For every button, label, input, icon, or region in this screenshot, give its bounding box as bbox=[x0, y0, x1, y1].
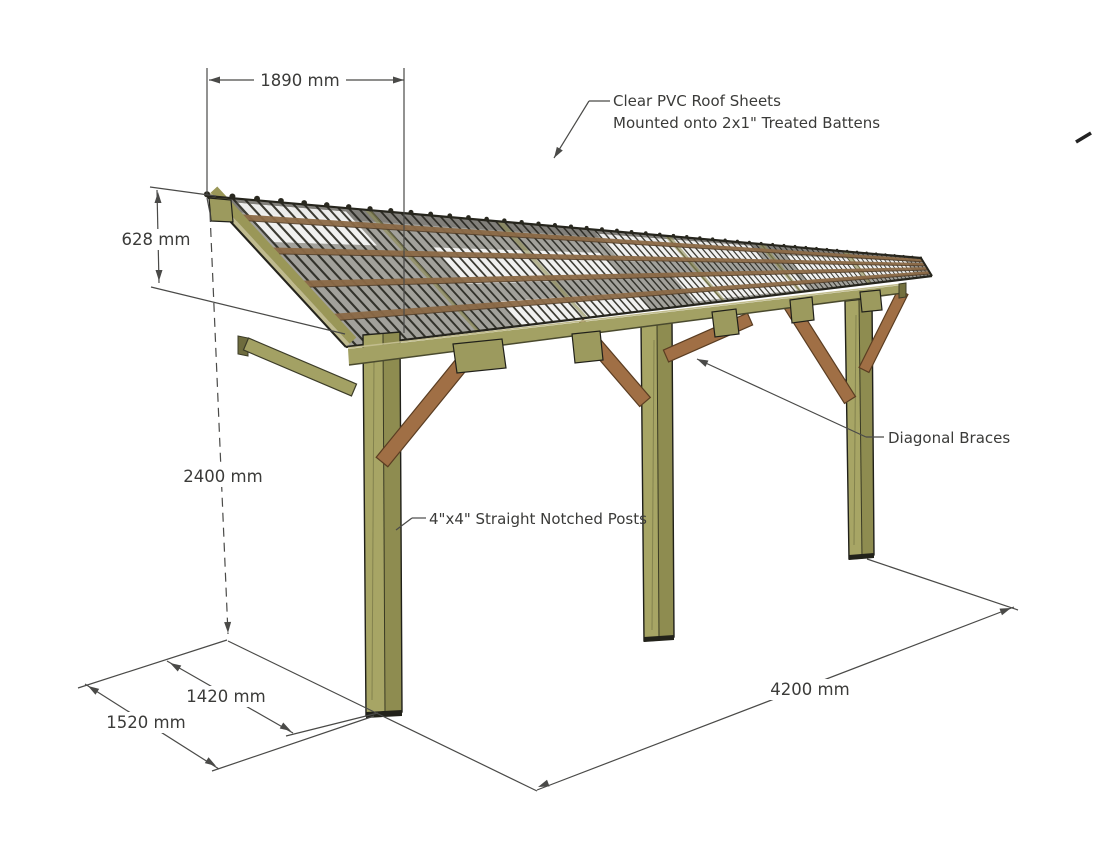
rafter-tail bbox=[571, 330, 604, 364]
roof-batten bbox=[285, 267, 929, 288]
rafter-tail bbox=[859, 289, 883, 313]
roof-rafter bbox=[664, 235, 727, 302]
roof-layer bbox=[203, 186, 933, 349]
roof-rafter bbox=[496, 221, 589, 319]
labels-layer: 1890 mm 628 mm 2400 mm 1420 mm 1520 mm 4… bbox=[104, 70, 1010, 733]
roof-rafter bbox=[757, 243, 803, 293]
dim-roof-width-label: 1890 mm bbox=[260, 71, 339, 90]
dim-depth-inner-label: 1420 mm bbox=[186, 687, 265, 706]
dimension-lines-layer bbox=[77, 68, 1092, 792]
roof-batten bbox=[222, 213, 924, 262]
roof-batten bbox=[316, 271, 931, 322]
label-backing bbox=[768, 679, 852, 700]
label-backing bbox=[104, 712, 188, 733]
structure-layer bbox=[237, 282, 909, 718]
roof-rafter bbox=[841, 251, 873, 284]
rafter-tail bbox=[711, 308, 740, 338]
label-backing bbox=[184, 686, 268, 707]
note-posts: 4"x4" Straight Notched Posts bbox=[429, 510, 647, 528]
note-roof-sheets-line2: Mounted onto 2x1" Treated Battens bbox=[613, 114, 880, 132]
label-backing bbox=[120, 229, 192, 250]
post-left bbox=[362, 331, 403, 718]
rafter-tail bbox=[452, 338, 507, 374]
label-backing bbox=[254, 70, 346, 91]
dim-depth-outer-label: 1520 mm bbox=[106, 713, 185, 732]
note-diagonal-braces: Diagonal Braces bbox=[888, 429, 1010, 447]
roof-rafter bbox=[364, 209, 481, 332]
label-backing bbox=[181, 466, 265, 487]
post-middle bbox=[640, 319, 675, 642]
dim-length-label: 4200 mm bbox=[770, 680, 849, 699]
roof-corner-rafter-end bbox=[208, 197, 234, 223]
side-beam bbox=[242, 337, 358, 397]
dim-post-height-label: 2400 mm bbox=[183, 467, 262, 486]
note-roof-sheets-line1: Clear PVC Roof Sheets bbox=[613, 92, 781, 110]
dim-roof-drop-label: 628 mm bbox=[122, 230, 191, 249]
rafter-tail bbox=[789, 296, 815, 324]
roof-batten bbox=[253, 247, 926, 266]
